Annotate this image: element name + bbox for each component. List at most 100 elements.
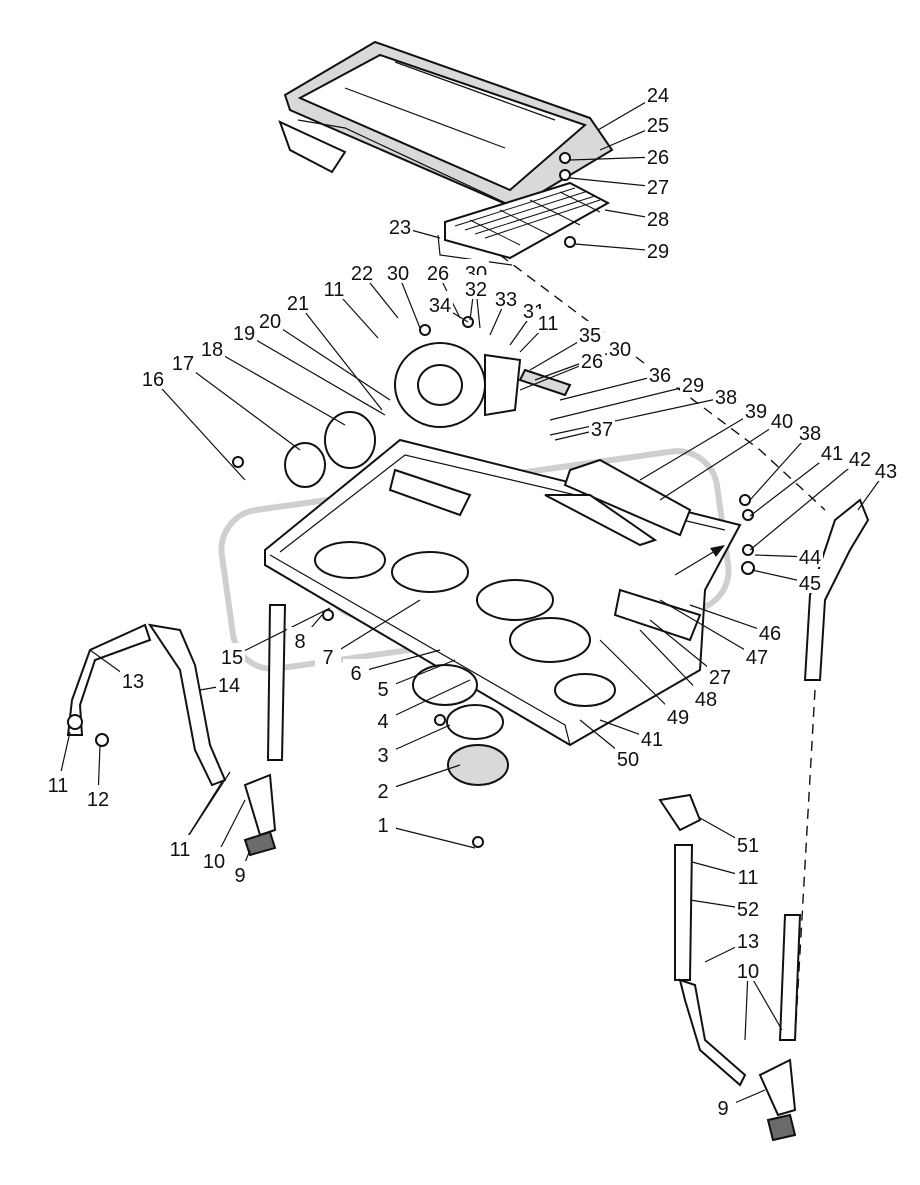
callout-number: 26 bbox=[427, 263, 449, 285]
callout-number: 45 bbox=[799, 573, 821, 595]
callout-label-bg bbox=[385, 259, 411, 283]
hose-part bbox=[147, 623, 227, 787]
callout-label-bg bbox=[219, 643, 245, 667]
callout-label-bg bbox=[370, 777, 396, 801]
callout-label-bg bbox=[645, 173, 671, 197]
callout-number: 23 bbox=[389, 217, 411, 239]
callout-label-bg bbox=[647, 361, 673, 385]
leader-line bbox=[355, 649, 441, 674]
callout-number: 34 bbox=[429, 295, 451, 317]
callout-label-bg bbox=[743, 397, 769, 421]
callout-number: 20 bbox=[259, 311, 281, 333]
callout-label-bg bbox=[387, 213, 413, 237]
callout-number: 2 bbox=[377, 781, 388, 803]
leader-line bbox=[231, 607, 331, 658]
callout-label-bg bbox=[170, 349, 196, 373]
callout-number: 11 bbox=[48, 775, 69, 797]
callout-label-bg bbox=[285, 289, 311, 313]
callout-label-bg bbox=[797, 543, 823, 567]
callout-number: 16 bbox=[142, 369, 164, 391]
callout-number: 43 bbox=[875, 461, 897, 483]
leader-line bbox=[569, 177, 659, 188]
callout-number: 11 bbox=[170, 839, 191, 861]
leader-line bbox=[211, 348, 346, 426]
callout-label-bg bbox=[693, 685, 719, 709]
callout-number: 10 bbox=[203, 851, 225, 873]
callout-label-bg bbox=[607, 335, 633, 359]
leader-line bbox=[569, 156, 659, 161]
filter-grid-part bbox=[444, 181, 611, 260]
callout-number: 19 bbox=[233, 323, 255, 345]
callout-number: 48 bbox=[695, 689, 717, 711]
callout-number: 3 bbox=[377, 745, 388, 767]
callout-number: 8 bbox=[294, 631, 305, 653]
callout-number: 40 bbox=[771, 411, 793, 433]
callout-label-bg bbox=[757, 619, 783, 643]
callout-number: 50 bbox=[617, 749, 639, 771]
callout-label-bg bbox=[370, 707, 396, 731]
fastener-group bbox=[67, 152, 755, 848]
callout-label-bg bbox=[713, 383, 739, 407]
callout-number: 14 bbox=[218, 675, 240, 697]
leader-line bbox=[297, 302, 383, 411]
callout-number: 42 bbox=[849, 449, 871, 471]
leader-line bbox=[549, 384, 694, 421]
callout-number: 47 bbox=[746, 647, 768, 669]
callout-label-bg bbox=[85, 785, 111, 809]
callout-number: 9 bbox=[717, 1098, 728, 1120]
callout-number: 51 bbox=[737, 835, 759, 857]
grille-part bbox=[544, 458, 692, 547]
leader-line bbox=[534, 348, 621, 381]
vertical-pipe-part bbox=[266, 604, 287, 761]
callout-label-bg bbox=[707, 663, 733, 687]
pipe-part bbox=[674, 844, 694, 981]
callout-label-bg bbox=[231, 319, 257, 343]
callout-label-bg bbox=[343, 659, 369, 683]
callout-label-bg bbox=[227, 861, 253, 885]
leader-line bbox=[559, 374, 661, 401]
callout-label-bg bbox=[140, 365, 166, 389]
leader-line bbox=[659, 420, 783, 501]
callout-number: 11 bbox=[538, 313, 559, 335]
callout-label-bg bbox=[199, 335, 225, 359]
leader-line bbox=[749, 432, 811, 501]
callout-number: 29 bbox=[647, 241, 669, 263]
callout-label-bg bbox=[735, 863, 761, 887]
callout-number: 24 bbox=[647, 85, 669, 107]
callout-number: 38 bbox=[715, 387, 737, 409]
callout-number: 29 bbox=[682, 375, 704, 397]
leader-line bbox=[749, 452, 833, 517]
callout-number: 33 bbox=[495, 289, 517, 311]
callout-label-bg bbox=[321, 275, 347, 299]
callout-label-bg bbox=[645, 237, 671, 261]
leader-line bbox=[182, 362, 301, 451]
callout-number: 30 bbox=[387, 263, 409, 285]
callout-label-bg bbox=[639, 725, 665, 749]
callout-number: 39 bbox=[745, 401, 767, 423]
tee-fitting-part bbox=[243, 773, 277, 837]
callout-number: 41 bbox=[641, 729, 663, 751]
callout-label-bg bbox=[744, 643, 770, 667]
callout-label-bg bbox=[735, 895, 761, 919]
callout-number: 11 bbox=[324, 279, 345, 301]
callout-number: 11 bbox=[738, 867, 759, 889]
callout-label-bg bbox=[315, 643, 341, 667]
direction-arrow bbox=[674, 547, 721, 576]
callout-number: 21 bbox=[287, 293, 309, 315]
leader-line bbox=[243, 332, 386, 416]
callout-label-bg bbox=[797, 569, 823, 593]
callout-label-bg bbox=[45, 771, 71, 795]
callout-label-bg bbox=[847, 445, 873, 469]
callout-label-bg bbox=[665, 703, 691, 727]
callout-number: 35 bbox=[579, 325, 601, 347]
callout-number: 27 bbox=[647, 177, 669, 199]
leader-line bbox=[689, 604, 771, 634]
fan-motor-part bbox=[284, 342, 572, 488]
callout-label-bg bbox=[797, 419, 823, 443]
round-vent-part bbox=[412, 664, 509, 786]
callout-number: 46 bbox=[759, 623, 781, 645]
callout-label-bg bbox=[167, 835, 193, 859]
nut-part bbox=[766, 1113, 797, 1142]
